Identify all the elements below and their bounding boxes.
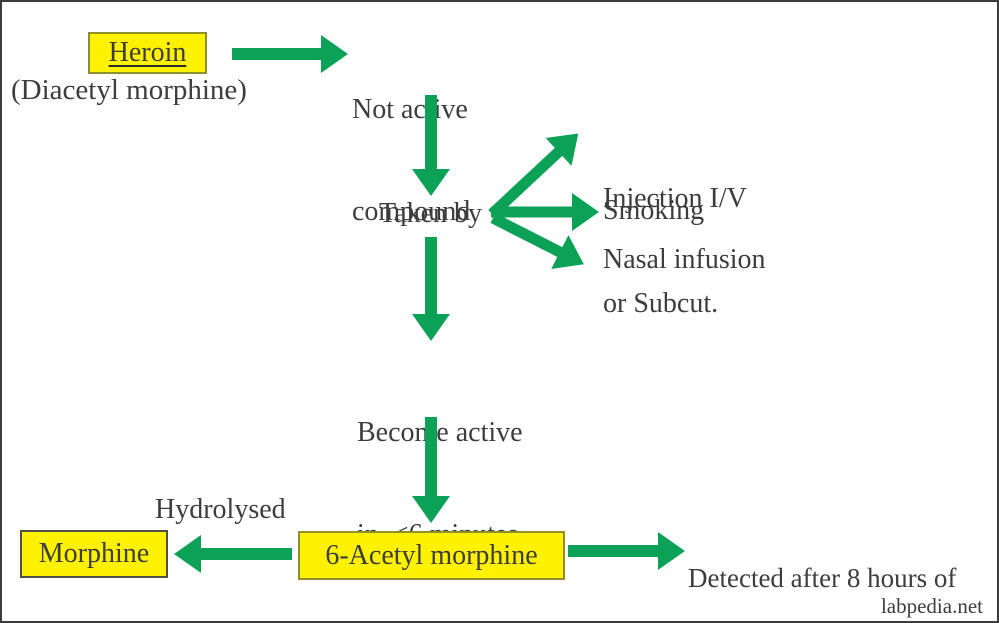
arrow-head xyxy=(174,535,201,573)
arrow-heroin-to-not-active xyxy=(232,34,348,74)
arrow-not-active-to-taken-by xyxy=(411,95,451,196)
arrow-shaft xyxy=(568,545,663,557)
arrow-taken-by-to-become-active xyxy=(411,237,451,341)
detection-note: Detected after 8 hours of Heroin use and… xyxy=(688,563,957,593)
arrow-shaft xyxy=(425,95,437,174)
route-nasal-label: Nasal infusion xyxy=(603,244,766,275)
arrow-head xyxy=(551,235,593,282)
arrow-taken-by-to-smoking xyxy=(491,192,599,232)
arrow-shaft xyxy=(196,548,292,560)
heroin-subtitle: (Diacetyl morphine) xyxy=(11,74,247,106)
arrow-six-acetyl-to-detected xyxy=(568,531,685,571)
arrow-head xyxy=(572,193,599,231)
heroin-box: Heroin xyxy=(88,32,207,74)
heroin-label: Heroin xyxy=(108,37,187,68)
arrow-shaft xyxy=(491,206,577,218)
arrow-become-active-to-six-acetyl xyxy=(411,417,451,523)
six-acetyl-morphine-label: 6-Acetyl morphine xyxy=(325,539,538,571)
arrow-shaft xyxy=(425,237,437,319)
morphine-box: Morphine xyxy=(20,530,168,578)
arrow-head xyxy=(412,496,450,523)
watermark-labpedia: labpedia.net xyxy=(880,594,983,618)
arrow-head xyxy=(412,169,450,196)
hydrolysed-label: Hydrolysed xyxy=(155,494,286,525)
route-smoking-label: Smoking xyxy=(603,195,705,226)
morphine-label: Morphine xyxy=(38,538,150,569)
route-injection-label: Injection I/V or Subcut. xyxy=(603,183,747,319)
arrow-head xyxy=(321,35,348,73)
arrow-head xyxy=(412,314,450,341)
arrow-head xyxy=(658,532,685,570)
arrow-shaft xyxy=(232,48,326,60)
arrow-six-acetyl-to-morphine xyxy=(174,534,292,574)
arrow-shaft xyxy=(425,417,437,501)
taken-by-label: Taken by xyxy=(379,198,483,229)
six-acetyl-morphine-box: 6-Acetyl morphine xyxy=(298,531,565,580)
